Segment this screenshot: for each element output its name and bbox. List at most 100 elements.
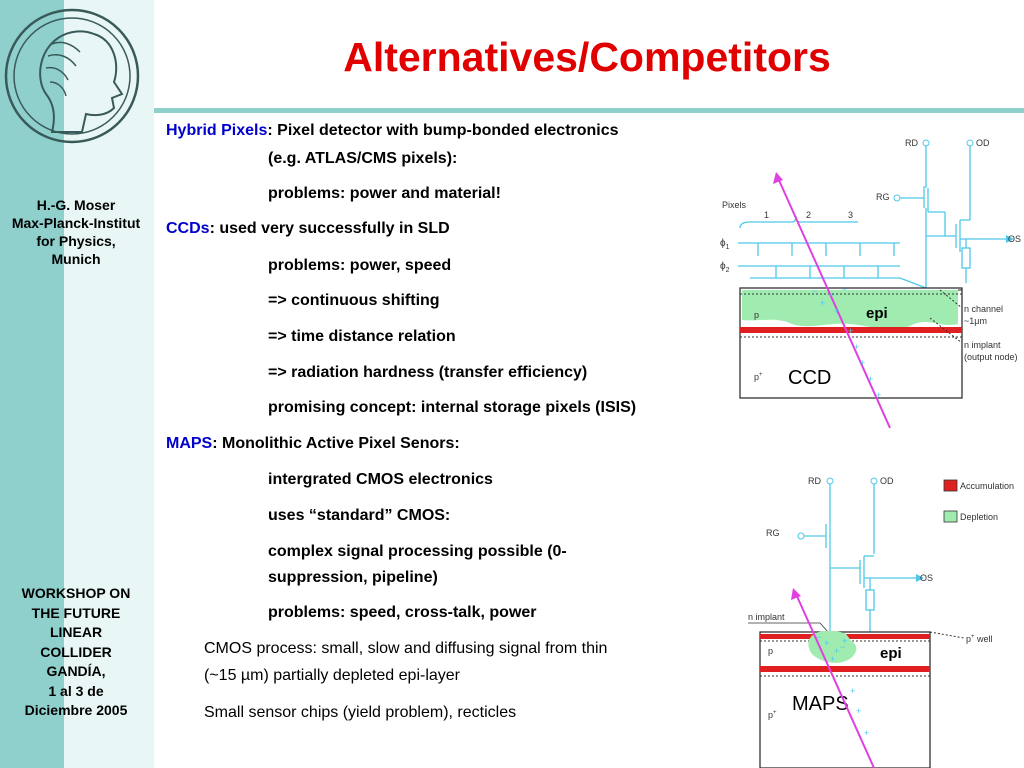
legend-accumulation-label: Accumulation <box>960 481 1014 491</box>
maps-rd-label: RD <box>808 476 821 486</box>
svg-text:−: − <box>812 286 817 296</box>
ccd-label: CCDs <box>166 220 210 237</box>
svg-text:+: + <box>860 358 865 368</box>
svg-text:+: + <box>864 728 869 738</box>
ccd-sub-3: => time distance relation <box>268 328 456 345</box>
ccd-rg-label: RG <box>876 192 890 202</box>
hybrid-sub-1: (e.g. ATLAS/CMS pixels): <box>268 150 458 167</box>
ccd-sub-2: => continuous shifting <box>268 292 440 309</box>
cmos-line-2: (~15 µm) partially depleted epi-layer <box>204 667 461 684</box>
legend-accumulation-swatch <box>943 479 958 492</box>
ccd-od-label: OD <box>976 138 990 148</box>
maps-sub-2: uses “standard” CMOS: <box>268 507 451 524</box>
ccd-pixel-2: 2 <box>806 210 811 220</box>
svg-text:+: + <box>854 342 859 352</box>
page-title: Alternatives/Competitors <box>343 34 831 80</box>
maps-line: MAPS: Monolithic Active Pixel Senors: <box>166 435 460 453</box>
workshop-line-5: GANDÍA, <box>46 663 106 679</box>
ccd-p-label: p <box>754 310 759 320</box>
ccd-nimplant-label: n implant <box>964 340 1001 350</box>
ccd-line: CCDs: used very successfully in SLD <box>166 220 450 238</box>
author-institute-2: for Physics, <box>36 233 116 249</box>
svg-text:−: − <box>828 290 833 300</box>
maps-diagram: Accumulation Depletion RD OD RG OS n imp… <box>748 476 1014 768</box>
hybrid-sub-2: problems: power and material! <box>268 185 501 202</box>
maps-bottom-accumulation <box>760 666 930 672</box>
svg-text:+: + <box>850 686 855 696</box>
maps-pwell-label: p+ well <box>966 634 993 644</box>
maps-depletion-region <box>808 631 857 663</box>
svg-text:+: + <box>856 706 861 716</box>
title-rule <box>154 108 1024 113</box>
small-chips-line: Small sensor chips (yield problem), rect… <box>204 704 517 721</box>
svg-text:+: + <box>868 374 873 384</box>
ccd-pixels-label: Pixels <box>722 200 747 210</box>
ccd-pixel-1: 1 <box>764 210 769 220</box>
workshop-block: WORKSHOP ON THE FUTURE LINEAR COLLIDER G… <box>0 584 152 721</box>
ccd-diagram: RD OD RG OS Pixels 1 2 3 ϕ1 ϕ2 p p+ epi … <box>720 138 1021 429</box>
workshop-line-4: COLLIDER <box>40 643 112 660</box>
maps-pplus-label: p+ <box>768 710 777 720</box>
ccd-phi1-label: ϕ1 <box>720 238 730 251</box>
workshop-line-6: 1 al 3 de <box>48 682 104 699</box>
maps-rg-label: RG <box>766 528 780 538</box>
ccd-depletion-region <box>742 290 958 329</box>
ccd-pplus-label: p+ <box>754 372 763 382</box>
ccd-pixel-3: 3 <box>848 210 853 220</box>
maps-os-label: OS <box>920 573 933 583</box>
ccd-nchannel-size: ~1μm <box>964 316 987 326</box>
svg-text:+: + <box>830 654 835 664</box>
ccd-particle-track <box>777 177 891 429</box>
maps-sub-4: problems: speed, cross-talk, power <box>268 604 537 621</box>
maps-label: MAPS <box>166 435 213 452</box>
maps-sub-1: intergrated CMOS electronics <box>268 471 493 488</box>
workshop-line-3: LINEAR <box>49 624 103 640</box>
cmos-line-1: CMOS process: small, slow and diffusing … <box>204 640 608 657</box>
svg-text:+: + <box>842 636 847 646</box>
hybrid-text: : Pixel detector with bump-bonded electr… <box>267 122 619 139</box>
svg-text:+: + <box>820 298 825 308</box>
legend-depletion-swatch <box>943 510 958 523</box>
maps-nimplant-label: n implant <box>748 612 785 622</box>
svg-text:+: + <box>834 306 839 316</box>
ccd-sub-5: promising concept: internal storage pixe… <box>268 399 637 416</box>
author-city: Munich <box>51 251 101 267</box>
svg-text:−: − <box>840 642 845 652</box>
hybrid-label: Hybrid Pixels <box>166 122 268 139</box>
author-name: H.-G. Moser <box>36 197 116 213</box>
ccd-output-node-label: (output node) <box>964 352 1018 362</box>
workshop-line-2: THE FUTURE <box>31 604 121 621</box>
maps-p-label: p <box>768 646 773 656</box>
svg-text:+: + <box>848 326 853 336</box>
maps-od-label: OD <box>880 476 894 486</box>
svg-text:+: + <box>834 646 839 656</box>
legend-depletion-label: Depletion <box>960 512 998 522</box>
workshop-line-7: Diciembre 2005 <box>24 702 128 718</box>
maps-name-label: MAPS <box>792 693 849 715</box>
ccd-accumulation-layer <box>740 327 962 333</box>
author-block: H.-G. Moser Max-Planck-Institut for Phys… <box>0 196 152 268</box>
ccd-sub-4: => radiation hardness (transfer efficien… <box>268 364 588 381</box>
maps-text: : Monolithic Active Pixel Senors: <box>212 435 460 452</box>
svg-text:−: − <box>816 632 821 642</box>
ccd-rd-label: RD <box>905 138 918 148</box>
ccd-epi-label: epi <box>866 305 888 322</box>
ccd-nchannel-label: n channel <box>964 304 1003 314</box>
workshop-line-1: WORKSHOP ON <box>21 585 131 601</box>
hybrid-line: Hybrid Pixels: Pixel detector with bump-… <box>166 122 619 140</box>
ccd-name-label: CCD <box>788 367 831 389</box>
maps-sub-3a: complex signal processing possible (0- <box>268 543 567 560</box>
ccd-phi2-label: ϕ2 <box>720 261 730 274</box>
ccd-os-label: OS <box>1008 234 1021 244</box>
maps-sub-3b: suppression, pipeline) <box>268 569 438 586</box>
maps-epi-label: epi <box>880 645 902 662</box>
svg-text:+: + <box>824 638 829 648</box>
svg-text:−: − <box>842 284 847 294</box>
max-planck-logo <box>4 8 140 144</box>
ccd-text: : used very successfully in SLD <box>209 220 450 237</box>
sidebar-band-light <box>64 0 154 768</box>
ccd-sub-1: problems: power, speed <box>268 257 452 274</box>
svg-text:+: + <box>876 390 881 400</box>
maps-particle-track <box>795 593 875 768</box>
author-institute: Max-Planck-Institut <box>11 215 141 231</box>
